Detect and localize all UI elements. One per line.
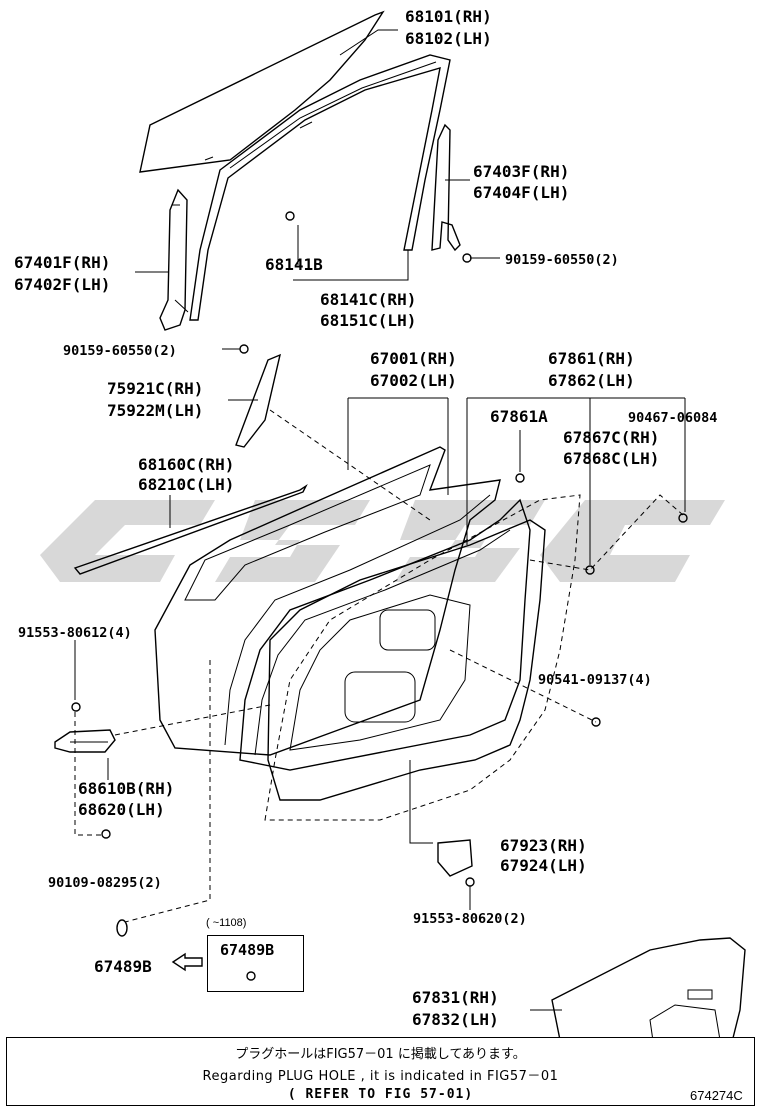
door-check (54, 729, 116, 753)
label-67403f: 67403F(RH) (473, 162, 569, 181)
label-68620: 68620(LH) (78, 800, 165, 819)
label-67861: 67861(RH) (548, 349, 635, 368)
rear-lower-frame (431, 123, 461, 252)
label-68210c: 68210C(LH) (138, 475, 234, 494)
label-75922m: 75922M(LH) (107, 401, 203, 420)
label-68141b: 68141B (265, 255, 323, 274)
leader-lines (74, 29, 686, 1011)
door-panel (154, 446, 531, 771)
label-68160c: 68160C(RH) (138, 455, 234, 474)
plug-hole-note: プラグホールはFIG57－01 に掲載してあります。 Regarding PLU… (6, 1037, 755, 1106)
watermark (40, 500, 725, 582)
door-weatherstrip (267, 519, 546, 801)
inset-part-label: 67489B (220, 941, 275, 959)
label-67868c: 67868C(LH) (563, 449, 659, 468)
front-lower-frame (159, 188, 189, 331)
note-english: Regarding PLUG HOLE , it is indicated in… (202, 1069, 559, 1084)
glass-run-channel (189, 54, 451, 321)
label-67832: 67832(LH) (412, 1010, 499, 1029)
door-glass (139, 10, 385, 173)
label-67862: 67862(LH) (548, 371, 635, 390)
belt-weatherstrip (73, 483, 308, 575)
label-67001: 67001(RH) (370, 349, 457, 368)
inside-handle-bracket (437, 839, 473, 877)
label-68102: 68102(LH) (405, 29, 492, 48)
label-67002: 67002(LH) (370, 371, 457, 390)
note-japanese: プラグホールはFIG57－01 に掲載してあります。 (235, 1047, 526, 1062)
label-90159-lower: 90159-60550(2) (63, 343, 177, 359)
label-67404f: 67404F(LH) (473, 183, 569, 202)
label-90467: 90467-06084 (628, 410, 717, 426)
inset-date-range: ( ~1108) (206, 917, 247, 929)
small-fasteners (71, 211, 688, 981)
reference-arrow (171, 952, 203, 972)
label-68610b: 68610B(RH) (78, 779, 174, 798)
note-reference: ( REFER TO FIG 57-01) (287, 1087, 474, 1102)
label-67489b: 67489B (94, 957, 152, 976)
label-67924: 67924(LH) (500, 856, 587, 875)
label-67867c: 67867C(RH) (563, 428, 659, 447)
pillar-garnish (235, 353, 281, 448)
inset-box (207, 935, 304, 992)
label-67861a: 67861A (490, 407, 548, 426)
label-68101: 68101(RH) (405, 7, 492, 26)
label-91553-80620: 91553-80620(2) (413, 911, 527, 927)
label-90541: 90541-09137(4) (538, 672, 652, 688)
label-67402f: 67402F(LH) (14, 275, 110, 294)
figure-number: 674274C (690, 1088, 743, 1103)
label-68141c: 68141C(RH) (320, 290, 416, 309)
label-90109: 90109-08295(2) (48, 875, 162, 891)
label-68151c: 68151C(LH) (320, 311, 416, 330)
label-75921c: 75921C(RH) (107, 379, 203, 398)
door-opening-outline (264, 494, 581, 821)
label-91553-80612: 91553-80612(4) (18, 625, 132, 641)
label-67401f: 67401F(RH) (14, 253, 110, 272)
label-67831: 67831(RH) (412, 988, 499, 1007)
label-90159-upper: 90159-60550(2) (505, 252, 619, 268)
label-67923: 67923(RH) (500, 836, 587, 855)
